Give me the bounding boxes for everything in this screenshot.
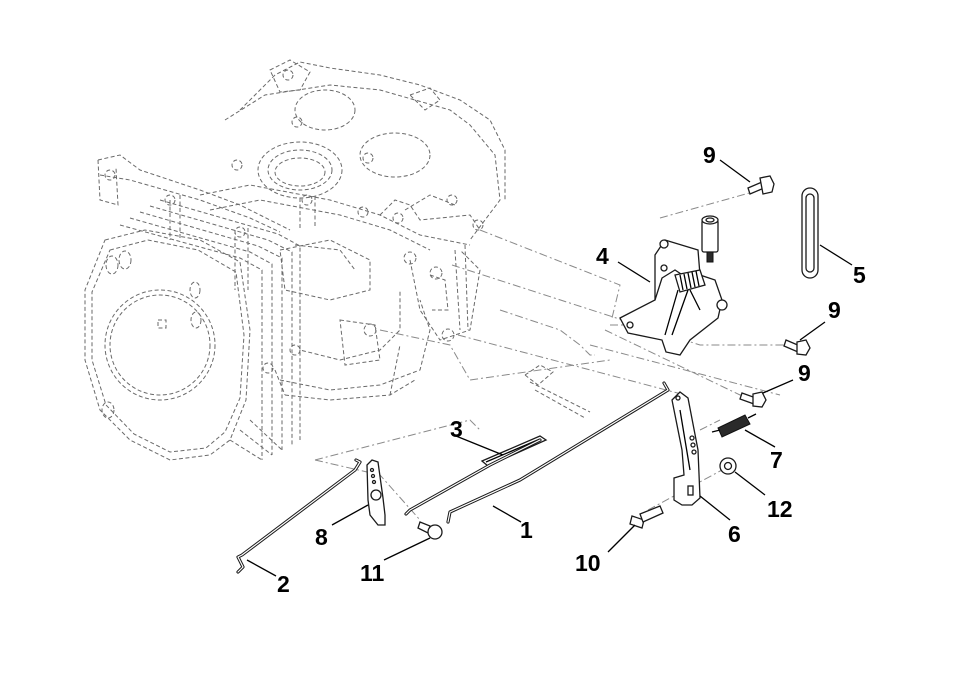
callout-7[interactable]: 7 xyxy=(770,447,783,473)
part-4-control-bracket xyxy=(619,215,728,356)
callout-1[interactable]: 1 xyxy=(520,517,533,543)
callout-9-top[interactable]: 9 xyxy=(703,142,716,168)
alignment-lines xyxy=(314,189,790,521)
leader-lines xyxy=(246,159,853,577)
part-8-choke-lever xyxy=(366,459,386,526)
callout-9-middle[interactable]: 9 xyxy=(828,297,841,323)
part-12-nut xyxy=(719,457,737,475)
part-1-governor-rod xyxy=(446,381,670,524)
part-9-bolt-top xyxy=(747,175,775,195)
part-2-throttle-rod xyxy=(236,458,362,574)
part-11-flange-bolt xyxy=(417,521,443,540)
part-5-strip xyxy=(801,187,819,279)
callout-12[interactable]: 12 xyxy=(767,496,793,522)
callout-10[interactable]: 10 xyxy=(575,550,601,576)
part-9-bolt-lower xyxy=(739,391,767,408)
part-10-clamp-bolt xyxy=(629,505,664,529)
callout-5[interactable]: 5 xyxy=(853,262,866,288)
part-6-governor-lever xyxy=(671,391,701,506)
callout-4[interactable]: 4 xyxy=(596,243,609,269)
callout-9-lower[interactable]: 9 xyxy=(798,360,811,386)
rod-secondary xyxy=(404,438,542,516)
callout-8[interactable]: 8 xyxy=(315,524,328,550)
callouts: 1 2 3 4 5 6 7 8 9 9 9 10 11 12 xyxy=(277,142,866,597)
callout-2[interactable]: 2 xyxy=(277,571,290,597)
part-9-bolt-middle xyxy=(783,339,811,356)
callout-3[interactable]: 3 xyxy=(450,416,463,442)
part-7-governor-spring xyxy=(711,413,757,438)
throttle-shaft-ghost xyxy=(524,364,591,419)
callout-6[interactable]: 6 xyxy=(728,521,741,547)
engine-block-ghost xyxy=(84,59,506,461)
callout-11[interactable]: 11 xyxy=(360,560,385,586)
